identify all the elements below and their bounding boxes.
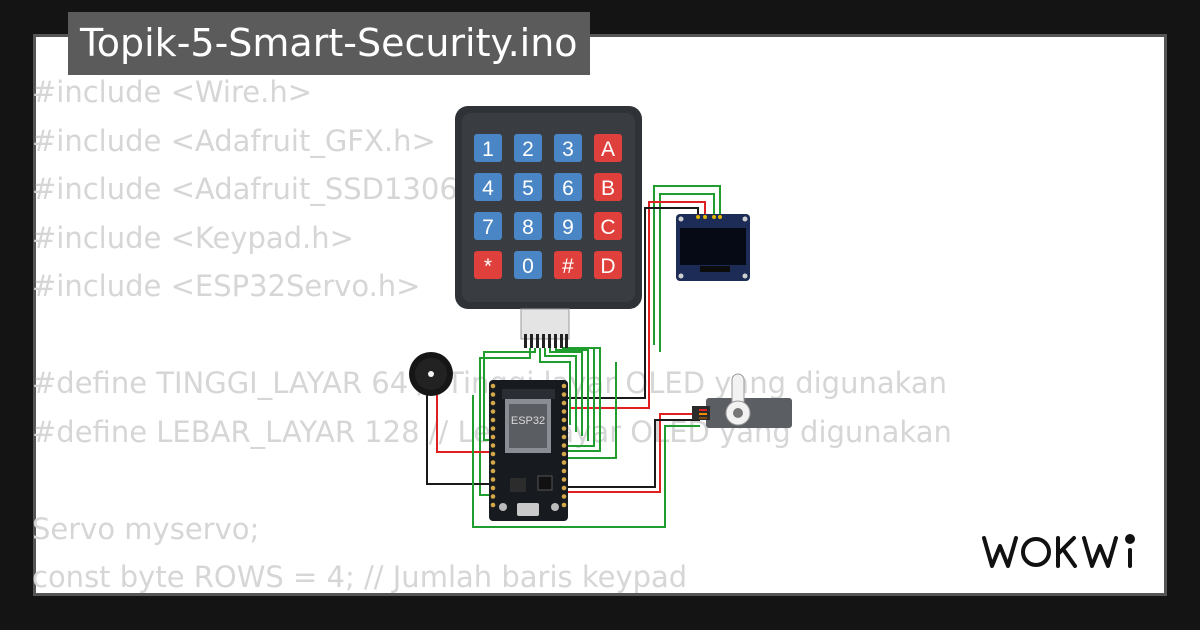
esp32-pin bbox=[490, 494, 496, 499]
wire-black bbox=[426, 395, 493, 485]
svg-text:B: B bbox=[601, 177, 615, 200]
esp32-pin bbox=[561, 426, 567, 431]
svg-text:D: D bbox=[600, 255, 615, 278]
code-line: #include <Adafruit_SSD1306.h> bbox=[32, 172, 510, 206]
wire-green bbox=[472, 395, 700, 528]
keypad-key: 7 bbox=[474, 212, 502, 240]
svg-text:*: * bbox=[484, 255, 492, 278]
esp32-pin bbox=[490, 485, 496, 491]
wire-red bbox=[570, 201, 706, 409]
oled-display bbox=[676, 214, 750, 281]
code-line: #include <Wire.h> bbox=[32, 75, 313, 109]
svg-text:5: 5 bbox=[522, 177, 534, 200]
keypad-pins bbox=[524, 334, 568, 348]
svg-text:A: A bbox=[601, 138, 615, 161]
esp32-pin bbox=[490, 477, 496, 482]
esp32-pin bbox=[490, 400, 496, 406]
code-line: #include <Keypad.h> bbox=[32, 220, 354, 255]
esp32-pin bbox=[561, 434, 567, 440]
esp32-pin bbox=[561, 494, 567, 499]
wire-green bbox=[555, 348, 589, 441]
keypad-key: * bbox=[474, 251, 502, 279]
wire-green bbox=[483, 348, 536, 441]
wire-green bbox=[479, 348, 531, 496]
servo-motor bbox=[692, 373, 792, 428]
wire-red bbox=[436, 395, 493, 453]
esp32-pin bbox=[561, 392, 567, 397]
esp32-pin bbox=[561, 451, 567, 457]
svg-text:#: # bbox=[562, 255, 574, 278]
esp32-pin bbox=[490, 392, 496, 397]
svg-text:0: 0 bbox=[522, 255, 534, 278]
wire-green bbox=[653, 185, 721, 345]
esp32-pin bbox=[490, 409, 496, 414]
esp32-board: ESP32 bbox=[489, 380, 568, 521]
keypad-key: 5 bbox=[514, 173, 542, 201]
esp32-pin bbox=[490, 460, 496, 465]
keypad-key: A bbox=[594, 134, 622, 162]
wire-black bbox=[565, 419, 700, 488]
esp32-pin bbox=[561, 443, 567, 448]
svg-text:6: 6 bbox=[562, 177, 574, 200]
esp32-pin bbox=[561, 485, 567, 491]
wire-green bbox=[659, 193, 715, 352]
keypad-key: 1 bbox=[474, 134, 502, 162]
esp32-pin bbox=[490, 426, 496, 431]
svg-text:8: 8 bbox=[522, 216, 534, 239]
keypad-key: 6 bbox=[554, 173, 582, 201]
esp32-pin bbox=[561, 417, 567, 423]
wire-green bbox=[565, 347, 601, 452]
wire-green bbox=[565, 362, 617, 459]
esp32-pin bbox=[490, 443, 496, 448]
wire-black bbox=[563, 207, 699, 399]
keypad-key: 4 bbox=[474, 173, 502, 201]
svg-text:2: 2 bbox=[522, 138, 534, 161]
esp32-pin bbox=[561, 477, 567, 482]
svg-text:7: 7 bbox=[482, 216, 494, 239]
wokwi-logo bbox=[982, 534, 1135, 568]
wire-red bbox=[565, 413, 700, 493]
code-line: #include <ESP32Servo.h> bbox=[32, 269, 421, 303]
keypad-key: C bbox=[594, 212, 622, 240]
svg-text:C: C bbox=[600, 216, 615, 239]
esp32-pin bbox=[490, 417, 496, 423]
esp32-pin bbox=[490, 502, 496, 508]
keypad-key: B bbox=[594, 173, 622, 201]
esp32-pin bbox=[490, 434, 496, 440]
code-line: const byte ROWS = 4; // Jumlah baris key… bbox=[32, 560, 688, 594]
esp32-pin bbox=[561, 383, 567, 389]
esp32-pin bbox=[490, 451, 496, 457]
keypad-key: 2 bbox=[514, 134, 542, 162]
svg-text:3: 3 bbox=[562, 138, 574, 161]
esp32-pins bbox=[490, 383, 567, 508]
svg-text:1: 1 bbox=[482, 138, 494, 161]
esp32-label: ESP32 bbox=[511, 415, 545, 427]
esp32-pin bbox=[561, 502, 567, 508]
esp32-pin bbox=[561, 400, 567, 406]
wire-green bbox=[544, 348, 577, 432]
esp32-pin bbox=[561, 460, 567, 465]
keypad-key: 0 bbox=[514, 251, 542, 279]
wire-green bbox=[539, 348, 571, 425]
code-line: #include <Adafruit_GFX.h> bbox=[32, 123, 436, 158]
code-line: Servo myservo; bbox=[32, 511, 260, 546]
keypad-key: 9 bbox=[554, 212, 582, 240]
keypad-key: # bbox=[554, 251, 582, 279]
esp32-pin bbox=[490, 468, 496, 474]
esp32-pin bbox=[490, 383, 496, 389]
membrane-keypad: 1 2 3 A 4 5 6 B 7 8 9 C * 0 # D bbox=[455, 106, 642, 348]
esp32-pin bbox=[561, 468, 567, 474]
project-title: Topik-5-Smart-Security.ino bbox=[68, 12, 590, 75]
keypad-key: 8 bbox=[514, 212, 542, 240]
keypad-key: D bbox=[594, 251, 622, 279]
wire-green bbox=[549, 348, 583, 436]
buzzer bbox=[409, 352, 453, 396]
keypad-keys: 1 2 3 A 4 5 6 B 7 8 9 C * 0 # D bbox=[474, 134, 622, 279]
esp32-pin bbox=[561, 409, 567, 414]
svg-text:4: 4 bbox=[482, 177, 494, 200]
svg-text:9: 9 bbox=[562, 216, 574, 239]
wires bbox=[426, 185, 721, 528]
keypad-key: 3 bbox=[554, 134, 582, 162]
